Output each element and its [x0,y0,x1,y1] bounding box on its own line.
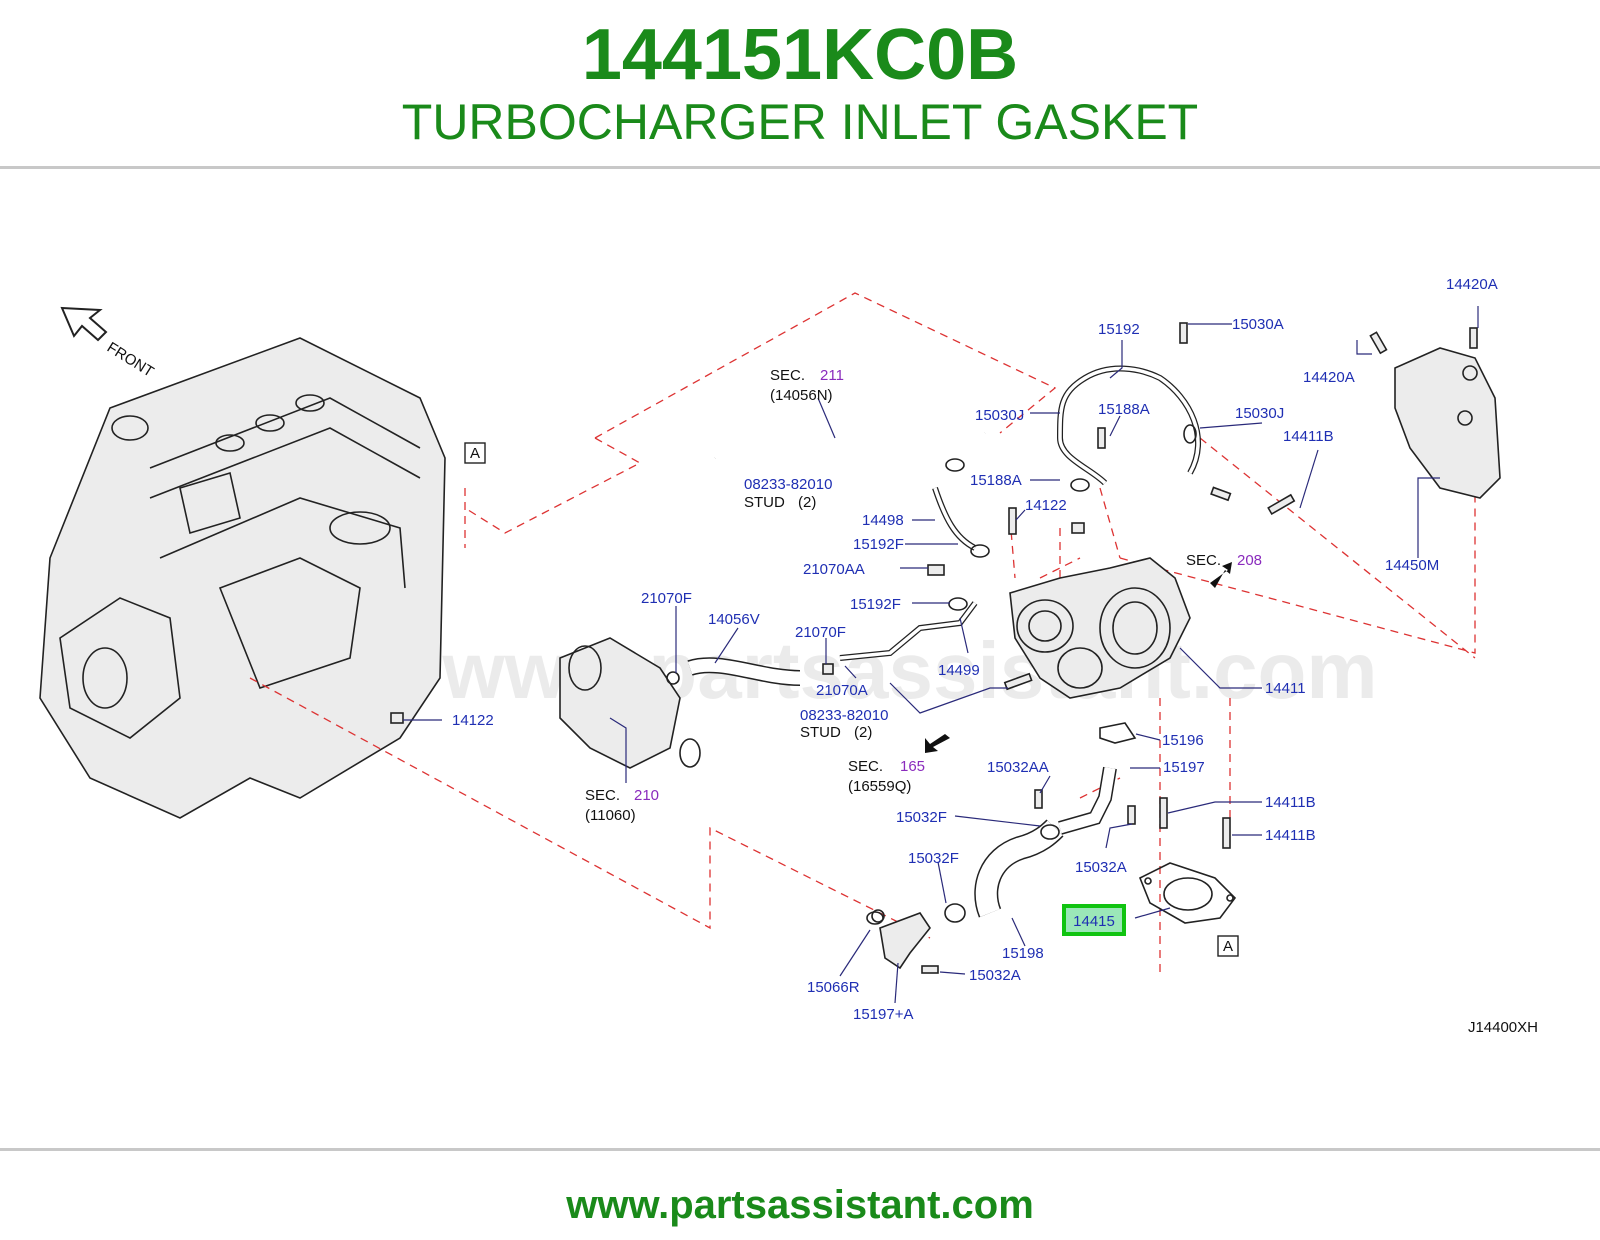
label-15030a-top: 15030A [1232,316,1284,333]
arrow-sec-208-icon [1210,562,1232,588]
svg-text:210: 210 [634,787,659,804]
svg-text:208: 208 [1237,552,1262,569]
label-15196: 15196 [1162,732,1204,749]
stud-ref-lower: 08233-82010 STUD (2) [800,707,888,741]
front-label: FRONT [104,339,157,381]
label-15032a-mid: 15032A [1075,859,1127,876]
label-21070f-mid: 21070F [795,624,846,641]
svg-text:STUD: STUD [744,494,785,511]
footer-website-link[interactable]: www.partsassistant.com [566,1183,1034,1227]
label-21070aa: 21070AA [803,561,865,578]
heat-shield-illustration [1394,347,1501,499]
svg-text:(16559Q): (16559Q) [848,778,911,795]
label-14122-right: 14122 [1025,497,1067,514]
label-14411b-bottom: 14411B [1265,827,1316,844]
svg-text:08233-82010: 08233-82010 [800,707,888,724]
label-15188a-mid: 15188A [970,472,1022,489]
svg-text:211: 211 [820,367,844,384]
label-14450m: 14450M [1385,557,1439,574]
water-pipe-15197 [1058,766,1117,835]
title-area: 144151KC0B TURBOCHARGER INLET GASKET [0,0,1600,168]
label-15198: 15198 [1002,945,1044,962]
label-14411b-mid: 14411B [1265,794,1316,811]
label-15032aa: 15032AA [987,759,1049,776]
dashed-boundary-lines [249,292,1476,978]
svg-text:(2): (2) [854,724,872,741]
sec-165-ref: SEC. 165 (16559Q) [848,758,925,795]
hose-14056v [687,657,801,686]
label-15032f-bottom: 15032F [908,850,959,867]
svg-text:SEC.: SEC. [585,787,620,804]
label-14122-left: 14122 [452,712,494,729]
label-15197-plus-a: 15197+A [853,1006,913,1023]
front-arrow-icon [60,306,108,342]
sec-208-ref: SEC. 208 [1186,552,1262,569]
highlighted-part-14415[interactable]: 14415 [1062,904,1126,936]
label-14420a-top: 14420A [1446,276,1498,293]
label-15032a-bottom: 15032A [969,967,1021,984]
coolant-hose-14056n [712,385,987,469]
label-14420a-mid: 14420A [1303,369,1355,386]
label-15197: 15197 [1163,759,1205,776]
stud-icons [390,322,1478,974]
gasket-15196-illustration [1099,722,1137,744]
ref-marker-a-2: A [1217,935,1239,957]
svg-text:A: A [1223,938,1233,955]
svg-text:A: A [470,445,480,462]
svg-text:08233-82010: 08233-82010 [744,476,832,493]
arrow-sec-165-icon [925,734,950,753]
label-15192f-top: 15192F [853,536,904,553]
top-divider [0,166,1600,169]
clamp-15032f [944,824,1060,923]
svg-text:(14056N): (14056N) [770,387,833,404]
turbo-inlet-gasket-illustration [1138,862,1237,924]
water-tube-14499 [839,601,978,661]
svg-text:(11060): (11060) [585,807,636,824]
part-number-title: 144151KC0B [581,15,1019,95]
parts-diagram: www.partsassistant.com FRONT [39,276,1538,1036]
label-15066r: 15066R [807,979,860,996]
svg-text:(2): (2) [798,494,816,511]
label-21070a: 21070A [816,682,868,699]
stud-ref-upper: 08233-82010 STUD (2) [744,476,832,511]
sec-210-ref: SEC. 210 (11060) [585,787,659,824]
label-14499: 14499 [938,662,980,679]
hose-15198 [974,819,1064,918]
label-21070f-left: 21070F [641,590,692,607]
label-15192f-mid: 15192F [850,596,901,613]
label-15188a-top: 15188A [1098,401,1150,418]
label-14411: 14411 [1265,680,1306,697]
label-15030j-right: 15030J [1235,405,1284,422]
turbocharger-illustration [1009,557,1191,699]
label-15192: 15192 [1098,321,1140,338]
label-14415: 14415 [1073,913,1115,930]
svg-text:SEC.: SEC. [1186,552,1221,569]
label-15030j-left: 15030J [975,407,1024,424]
label-14498: 14498 [862,512,904,529]
bottom-divider [0,1148,1600,1151]
thermostat-housing-illustration [559,637,701,769]
engine-block-illustration [39,337,446,819]
oil-tube-15192 [1056,365,1201,486]
label-14411b-top: 14411B [1283,428,1334,445]
outlet-fitting-15197a [866,911,931,970]
svg-text:SEC.: SEC. [770,367,805,384]
part-name-subtitle: TURBOCHARGER INLET GASKET [401,94,1199,150]
svg-text:STUD: STUD [800,724,841,741]
svg-text:SEC.: SEC. [848,758,883,775]
water-tube-14498 [932,487,977,551]
ref-marker-a-1: A [464,442,486,464]
svg-text:165: 165 [900,758,925,775]
label-15032f-top: 15032F [896,809,947,826]
label-14056v: 14056V [708,611,760,628]
sec-211-ref: SEC. 211 (14056N) [770,367,844,404]
leader-lines [403,306,1479,1004]
diagram-code: J14400XH [1468,1019,1538,1036]
